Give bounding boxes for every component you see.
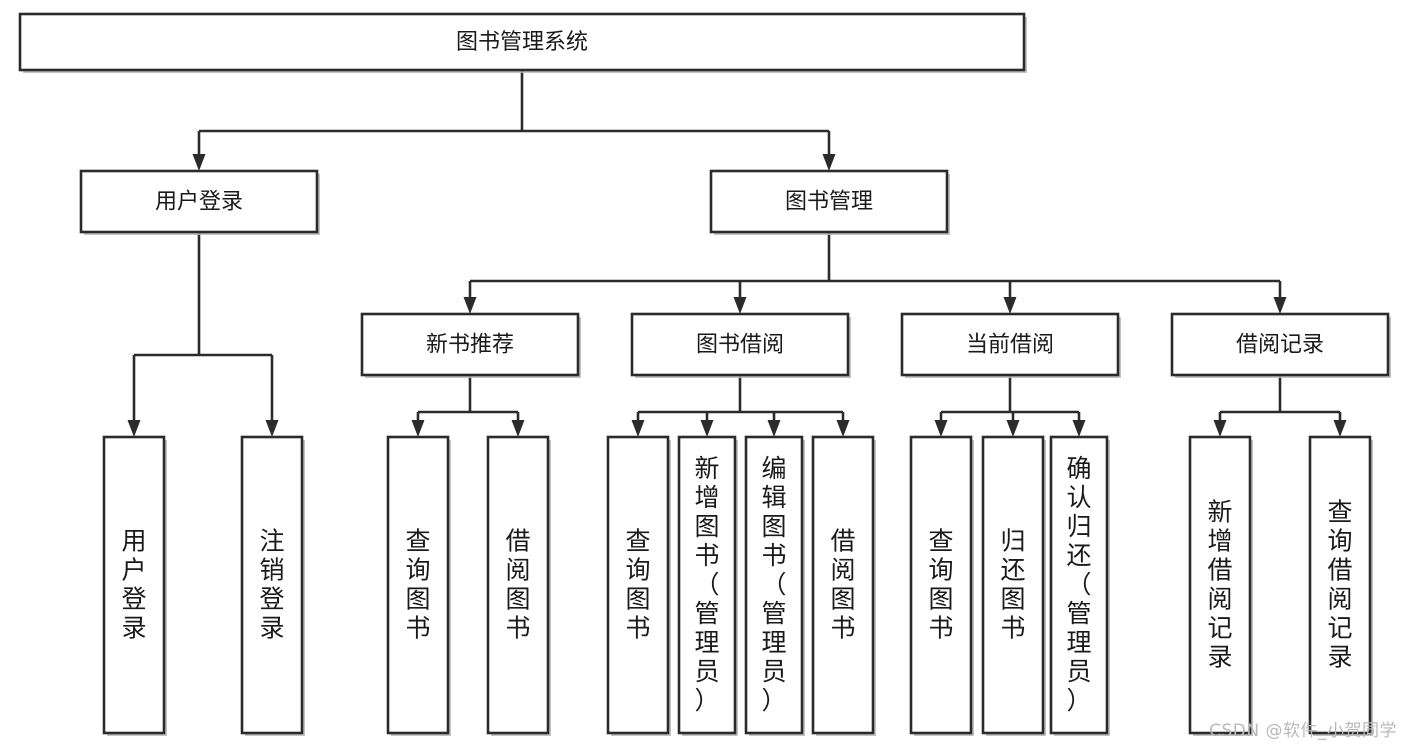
node-label: 新书推荐 [426,333,514,358]
node-label: 查询图书 [625,527,650,643]
node-label: 借阅记录 [1236,333,1324,358]
node-border [386,435,450,735]
node-label: 借阅图书 [830,527,855,643]
node-label: 图书借阅 [696,333,784,358]
node-new-book-rec[interactable]: 新书推荐 [360,312,581,378]
edge-arrowhead [411,420,425,437]
edge-arrowhead [934,420,948,437]
node-label: 新增借阅记录 [1207,498,1232,672]
edge-arrowhead [1213,420,1227,437]
edge-arrowhead [733,297,747,314]
edge-arrowhead [1006,420,1020,437]
node-border [909,435,973,735]
node-book-manage[interactable]: 图书管理 [709,169,950,235]
edge-arrowhead [767,420,781,437]
node-book-borrow[interactable]: 图书借阅 [630,312,851,378]
edge-arrowhead [1333,420,1347,437]
node-leaf-user-login[interactable]: 用户登录 [102,435,167,736]
node-border [1170,312,1390,377]
node-label: 查询借阅记录 [1327,498,1352,672]
edges-layer [127,70,1347,437]
node-label: 借阅图书 [505,527,530,643]
node-leaf-query-book-1[interactable]: 查询图书 [386,435,451,736]
edge-arrowhead [1072,420,1086,437]
node-border [744,435,804,735]
node-leaf-add-record[interactable]: 新增借阅记录 [1188,435,1253,736]
edge-arrowhead [631,420,645,437]
node-leaf-query-record[interactable]: 查询借阅记录 [1308,435,1373,736]
node-border [1308,435,1372,735]
node-border [18,12,1026,72]
node-current-borrow[interactable]: 当前借阅 [900,312,1121,378]
node-leaf-borrow-book-1[interactable]: 借阅图书 [486,435,551,736]
node-label: 查询图书 [405,527,430,643]
edge-arrowhead [836,420,850,437]
node-border [606,435,670,735]
node-leaf-borrow-book-2[interactable]: 借阅图书 [811,435,876,736]
node-border [1188,435,1252,735]
edge-arrowhead [1273,297,1287,314]
node-border [79,169,319,234]
node-leaf-query-book-3[interactable]: 查询图书 [909,435,974,736]
node-leaf-edit-book[interactable]: 编辑图书（管理员） [744,435,805,736]
edge-arrowhead [265,420,279,437]
node-label: 用户登录 [155,190,243,215]
edge-arrowhead [1003,297,1017,314]
edge-arrowhead [511,420,525,437]
node-label: 查询图书 [928,527,953,643]
node-border [102,435,166,735]
edge-arrowhead [463,297,477,314]
edge-arrowhead [822,154,836,171]
node-border [1049,435,1109,735]
node-leaf-return-book[interactable]: 归还图书 [981,435,1046,736]
node-borrow-record[interactable]: 借阅记录 [1170,312,1391,378]
node-border [630,312,850,377]
node-border [486,435,550,735]
edge-arrowhead [192,154,206,171]
node-leaf-logout[interactable]: 注销登录 [240,435,305,736]
nodes-layer: 图书管理系统用户登录图书管理新书推荐图书借阅当前借阅借阅记录用户登录注销登录查询… [18,12,1391,736]
node-label: 当前借阅 [966,333,1054,358]
node-leaf-query-book-2[interactable]: 查询图书 [606,435,671,736]
node-label: 新增图书（管理员） [694,454,719,715]
node-label: 图书管理 [785,190,873,215]
node-border [240,435,304,735]
edge-arrowhead [700,420,714,437]
watermark-text: CSDN @软件_小贺同学 [1209,721,1397,741]
node-border [900,312,1120,377]
node-label: 确认归还（管理员） [1066,454,1091,715]
node-border [709,169,949,234]
node-border [360,312,580,377]
node-border [981,435,1045,735]
node-user-login[interactable]: 用户登录 [79,169,320,235]
node-label: 用户登录 [121,527,146,643]
node-leaf-add-book[interactable]: 新增图书（管理员） [677,435,738,736]
node-root[interactable]: 图书管理系统 [18,12,1027,73]
node-border [811,435,875,735]
node-label: 注销登录 [259,527,284,643]
node-label: 图书管理系统 [456,30,588,55]
node-label: 归还图书 [1000,527,1025,643]
node-border [677,435,737,735]
edge-arrowhead [127,420,141,437]
node-leaf-confirm-return[interactable]: 确认归还（管理员） [1049,435,1110,736]
node-label: 编辑图书（管理员） [761,454,786,715]
